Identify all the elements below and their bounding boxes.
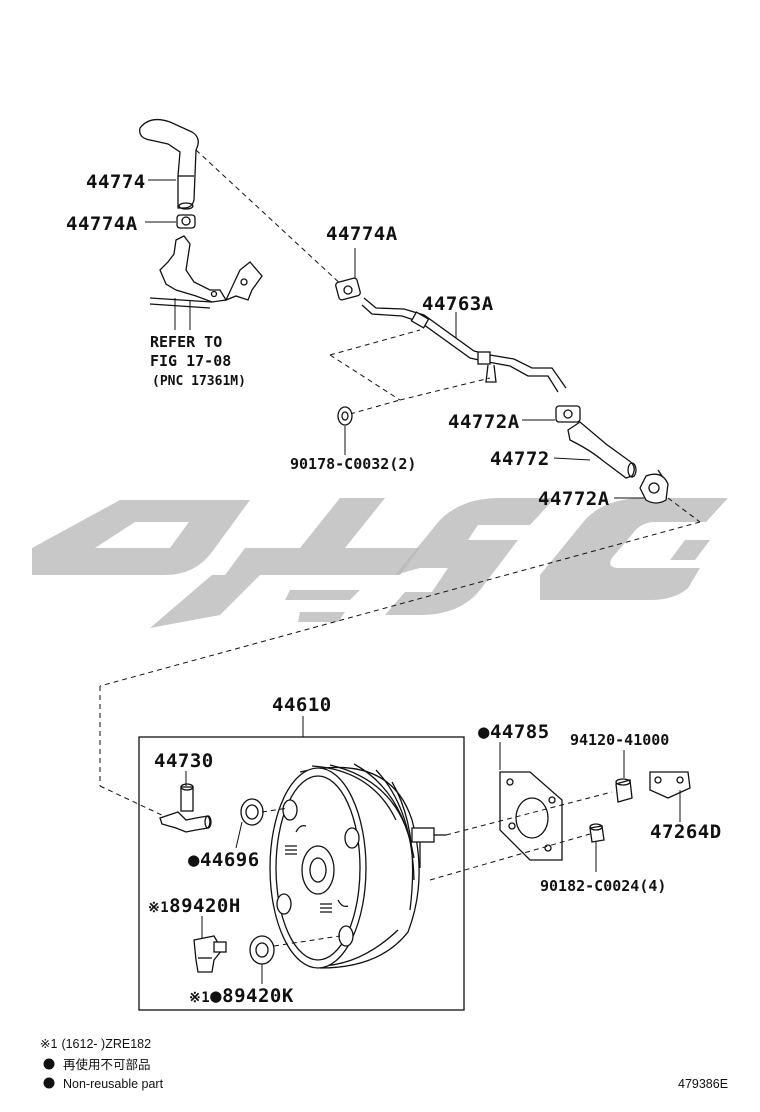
legend-note1-text: (1612- )ZRE182 xyxy=(61,1037,151,1051)
refer-line-2: FIG 17-08 xyxy=(150,352,231,370)
grommet-44696 xyxy=(240,798,264,826)
note-mark-89420K: ※1 xyxy=(189,990,210,1006)
label-44774A-left: 44774A xyxy=(66,213,138,235)
legend-note1: ※1 (1612- )ZRE182 xyxy=(40,1037,151,1051)
label-44696-number: 44696 xyxy=(200,849,260,871)
non-reusable-dot-44785: ● xyxy=(478,721,490,743)
label-90178: 90178-C0032(2) xyxy=(290,455,416,473)
label-89420K: ※1●89420K xyxy=(189,985,294,1007)
clamp-44772A-lower xyxy=(639,469,669,504)
label-44785: ●44785 xyxy=(478,721,550,743)
non-reusable-dot-89420K: ● xyxy=(210,985,222,1007)
nut-94120 xyxy=(615,778,633,803)
nut-90178 xyxy=(337,406,353,426)
bracket-47264D xyxy=(649,771,691,799)
check-valve-44730 xyxy=(159,783,212,833)
label-44730: 44730 xyxy=(154,750,214,772)
watermark-logo xyxy=(32,498,728,628)
label-89420K-number: 89420K xyxy=(222,985,294,1007)
legend-note1-mark: ※1 xyxy=(40,1037,57,1051)
clamp-44774A-left xyxy=(176,214,196,229)
sensor-89420H xyxy=(193,935,227,973)
intake-pipe-bracket xyxy=(149,235,263,330)
label-94120: 94120-41000 xyxy=(570,731,669,749)
label-44772A-lower: 44772A xyxy=(538,488,610,510)
label-90182: 90182-C0024(4) xyxy=(540,877,666,895)
non-reusable-dot: ● xyxy=(188,849,200,871)
refer-line-1: REFER TO xyxy=(150,333,222,351)
label-44763A: 44763A xyxy=(422,293,494,315)
label-89420H: ※189420H xyxy=(148,895,241,917)
hose-44774 xyxy=(139,118,199,210)
label-44774: 44774 xyxy=(86,171,146,193)
legend-en-text: Non-reusable part xyxy=(63,1077,164,1091)
label-44772A-upper: 44772A xyxy=(448,411,520,433)
label-44696: ●44696 xyxy=(188,849,260,871)
label-44774A-top: 44774A xyxy=(326,223,398,245)
legend-dot-jp xyxy=(43,1058,55,1070)
label-47264D: 47264D xyxy=(650,821,722,843)
booster-group-frame xyxy=(138,736,465,1011)
legend-jp-text: 再使用不可部品 xyxy=(63,1057,151,1072)
pipe-44763A xyxy=(361,297,567,393)
clamp-44772A-upper xyxy=(555,405,581,423)
label-44785-number: 44785 xyxy=(490,721,550,743)
grommet-89420K xyxy=(249,935,275,965)
label-44610: 44610 xyxy=(272,694,332,716)
refer-line-3: (PNC 17361M) xyxy=(152,374,246,389)
gasket-44785 xyxy=(499,771,563,861)
clamp-44774A-top xyxy=(335,277,361,301)
label-89420H-number: 89420H xyxy=(169,895,241,917)
legend-dot-en xyxy=(43,1077,55,1089)
nut-90182 xyxy=(589,823,605,843)
hose-44772 xyxy=(567,421,637,479)
diagram-id: 479386E xyxy=(678,1077,728,1091)
label-44772: 44772 xyxy=(490,448,550,470)
brake-booster xyxy=(269,763,446,969)
note-mark-89420H: ※1 xyxy=(148,900,169,916)
